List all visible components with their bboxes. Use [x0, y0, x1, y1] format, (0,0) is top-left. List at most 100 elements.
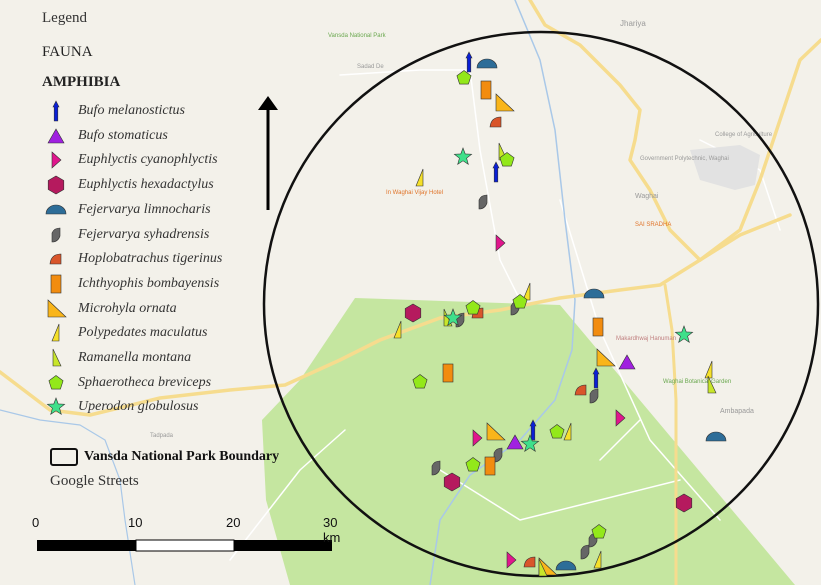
right-pointer-marker-icon[interactable] [615, 409, 626, 427]
legend-item: Hoplobatrachus tigerinus [44, 248, 222, 270]
label-college: College of Agriculture [715, 132, 773, 138]
legend-item: Euphlyctis cyanophlyctis [44, 149, 218, 171]
leaf-marker-icon [51, 227, 61, 242]
thin-triangle-marker-icon[interactable] [415, 168, 424, 187]
boundary-label: Vansda National Park Boundary [84, 449, 280, 464]
legend-group: FAUNA [42, 44, 93, 60]
label-garden: Waghai Botanical Garden [663, 379, 731, 385]
label-polytechnic: Government Polytechnic, Waghai [640, 156, 729, 162]
main-road [0, 213, 792, 417]
dome-marker-icon[interactable] [583, 288, 605, 299]
hexagon-marker-icon[interactable] [675, 493, 693, 513]
arrow-marker-icon[interactable] [592, 367, 600, 389]
thin-triangle-marker-icon[interactable] [393, 320, 402, 339]
rectangle-marker-icon[interactable] [480, 80, 492, 100]
rectangle-marker-icon [50, 274, 62, 294]
label-jhariya: Jhariya [620, 19, 646, 28]
label-ambapada: Ambapada [720, 408, 754, 415]
arrow-marker-icon[interactable] [529, 419, 537, 441]
pentagon-marker-icon[interactable] [512, 294, 528, 309]
triangle-marker-icon[interactable] [506, 434, 524, 450]
legend-item-label: Ramanella montana [78, 350, 192, 365]
basemap-label: Google Streets [50, 473, 139, 489]
rectangle-marker-icon[interactable] [442, 363, 454, 383]
dome-marker-icon[interactable] [476, 58, 498, 69]
leaf-marker-icon[interactable] [431, 460, 441, 476]
quarter-marker-icon[interactable] [523, 556, 536, 568]
label-sadad: Sadad De [357, 64, 384, 70]
hexagon-marker-icon[interactable] [443, 472, 461, 492]
dome-marker-icon[interactable] [555, 560, 577, 571]
right-pointer-marker-icon[interactable] [472, 429, 483, 447]
legend-item-label: Fejervarya limnocharis [78, 201, 211, 217]
pentagon-marker-icon[interactable] [549, 424, 565, 439]
right-triangle-marker-icon[interactable] [596, 348, 616, 367]
narrow-triangle-marker-icon[interactable] [707, 375, 717, 394]
legend-item-label: Bufo melanostictus [78, 103, 185, 118]
label-hotel: In Waghai Vijay Hotel [386, 190, 443, 196]
leaf-marker-icon[interactable] [589, 388, 599, 404]
quarter-marker-icon[interactable] [489, 116, 502, 128]
right-pointer-marker-icon[interactable] [506, 551, 517, 569]
rectangle-marker-icon[interactable] [484, 456, 496, 476]
scale-tick-20: 20 [226, 515, 241, 530]
star-marker-icon[interactable] [453, 147, 473, 165]
legend-item: Microhyla ornata [44, 298, 177, 320]
scale-tick-30: 30 km [323, 515, 341, 545]
right-triangle-marker-icon[interactable] [495, 93, 515, 112]
legend-item-label: Euphlyctis hexadactylus [78, 177, 214, 193]
species-markers [393, 51, 727, 577]
legend-item: Fejervarya syhadrensis [44, 224, 209, 246]
legend-item: Bufo melanostictus [44, 100, 185, 122]
legend-boundary: Vansda National Park Boundary [50, 448, 279, 466]
legend-title: Legend [42, 10, 87, 26]
pentagon-marker-icon[interactable] [591, 524, 607, 539]
legend-panel: Legend FAUNA AMPHIBIA Bufo melanostictus… [0, 0, 340, 585]
dome-marker-icon [45, 204, 67, 215]
river [429, 0, 576, 585]
white-roads [229, 69, 781, 561]
legend-item-label: Sphaerotheca breviceps [78, 374, 212, 390]
pentagon-marker-icon[interactable] [465, 300, 481, 315]
star-marker-icon[interactable] [443, 308, 463, 326]
scale-tick-0: 0 [32, 515, 40, 530]
legend-item-label: Uperodon globulosus [78, 399, 199, 415]
thin-triangle-marker-icon[interactable] [563, 422, 572, 441]
pentagon-marker-icon[interactable] [412, 374, 428, 389]
legend-class: AMPHIBIA [42, 74, 121, 90]
pentagon-marker-icon[interactable] [499, 152, 515, 167]
star-marker-icon[interactable] [674, 325, 694, 343]
hexagon-marker-icon [47, 175, 65, 195]
legend-item-label: Bufo stomaticus [78, 127, 168, 143]
map-place-labels: Vansda National Park Sadad De Jhariya Co… [150, 19, 773, 439]
rectangle-marker-icon[interactable] [592, 317, 604, 337]
legend-item: Ichthyophis bombayensis [44, 273, 219, 295]
college-campus [690, 145, 760, 190]
leaf-marker-icon[interactable] [493, 447, 503, 463]
triangle-marker-icon[interactable] [618, 354, 636, 370]
legend-item-label: Ichthyophis bombayensis [78, 275, 220, 291]
right-pointer-marker-icon[interactable] [495, 234, 506, 252]
label-sai: SAI SRADHA [635, 222, 671, 228]
label-hanuman: Makardhwaj Hanuman [616, 336, 676, 342]
pentagon-marker-icon[interactable] [456, 70, 472, 85]
hexagon-marker-icon[interactable] [404, 303, 422, 323]
legend-item-label: Euphlyctis cyanophlyctis [78, 152, 218, 168]
star-marker-icon[interactable] [520, 434, 540, 452]
pentagon-marker-icon[interactable] [465, 457, 481, 472]
triangle-marker-icon [47, 128, 65, 143]
thin-triangle-marker-icon [51, 324, 60, 342]
arrow-marker-icon[interactable] [492, 161, 500, 183]
south-road [663, 283, 678, 585]
right-triangle-marker-icon[interactable] [486, 422, 506, 441]
thin-triangle-marker-icon[interactable] [593, 550, 602, 569]
legend-item-label: Hoplobatrachus tigerinus [78, 251, 223, 267]
leaf-marker-icon[interactable] [478, 194, 488, 210]
arrow-marker-icon[interactable] [465, 51, 473, 73]
narrow-triangle-marker-icon[interactable] [538, 558, 548, 577]
dome-marker-icon[interactable] [705, 431, 727, 442]
quarter-marker-icon[interactable] [574, 384, 587, 396]
label-park: Vansda National Park [328, 33, 387, 39]
legend-item-label: Polypedates maculatus [78, 325, 208, 341]
